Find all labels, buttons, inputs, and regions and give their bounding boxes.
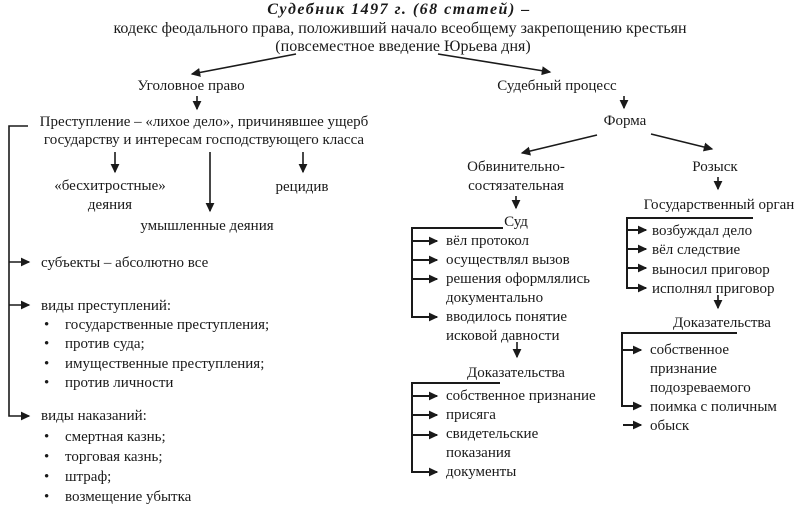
punishments-list: •смертная казнь; •торговая казнь; •штраф… [44,428,191,505]
bullet-marker: • [44,336,50,353]
node-intentional-deeds: умышленные деяния [140,218,274,234]
node-form: Форма [603,113,647,129]
node-simple-deeds: «бесхитростные» деяния [54,178,166,213]
punishment-item: •штраф; [44,468,191,488]
diagram-title-note: (повсеместное введение Юрьева дня) [275,38,531,55]
diagram-subtitle: кодекс феодального права, положивший нач… [113,20,687,37]
evidence-item: собственное признание [446,388,596,404]
crime-type-item: •имущественные преступления; [44,355,269,374]
court-functions-list: вёл протокол осуществлял вызов решения о… [446,232,590,346]
evidence-item: обыск [650,418,690,434]
court-function-item: вводилось понятие исковой давности [446,309,568,344]
node-judicial-process: Судебный процесс [497,78,617,94]
diagram-title: Судебник 1497 г. (68 статей) – [267,1,531,18]
node-state-organ: Государственный орган [643,197,795,213]
node-recidivism: рецидив [275,179,329,195]
crime-types-list: •государственные преступления; •против с… [44,316,269,393]
bullet-marker: • [44,468,50,485]
evidence-item: свидетельские показания [446,426,539,461]
evidence-item: собственное признание подозреваемого [650,342,751,396]
node-evidence-adversarial: Доказательства [467,365,565,381]
bullet-marker: • [44,355,50,372]
court-function-item: осуществлял вызов [446,252,570,268]
bullet-marker: • [44,448,50,465]
node-criminal-law: Уголовное право [137,78,245,94]
bullet-marker: • [44,429,50,445]
punishments-heading: виды наказаний: [41,408,147,424]
organ-function-item: вёл следствие [652,242,741,259]
node-adversarial-form: Обвинительно- состязательная [467,159,565,194]
node-evidence-inquisition: Доказательства [673,315,771,331]
punishment-item: •возмещение убытка [44,488,191,505]
adversarial-evidence-list: собственное признание присяга свидетельс… [446,387,596,482]
organ-function-item: возбуждал дело [652,223,753,239]
punishment-item: •смертная казнь; [44,428,191,448]
inquisition-evidence-list: собственное признание подозреваемого пои… [650,341,777,436]
node-subjects: субъекты – абсолютно все [41,255,209,271]
evidence-item: поимка с поличным [650,399,777,415]
bullet-marker: • [44,317,50,333]
node-court: Суд [504,214,528,230]
evidence-item: документы [446,464,517,480]
court-function-item: решения оформлялись документально [446,271,590,306]
bullet-marker: • [44,374,50,391]
crime-type-item: •государственные преступления; [44,316,269,335]
organ-functions-list: возбуждал дело вёл следствие выносил при… [652,222,774,299]
crime-type-item: •против личности [44,374,269,393]
node-crime-definition: Преступление – «лихое дело», причинявшее… [39,114,369,148]
court-function-item: вёл протокол [446,233,529,249]
punishment-item: •торговая казнь; [44,448,191,468]
node-search-form: Розыск [692,159,738,175]
evidence-item: присяга [446,407,496,423]
organ-function-item: выносил приговор [652,261,770,278]
crime-type-item: •против суда; [44,335,269,354]
bullet-marker: • [44,488,50,505]
crime-types-heading: виды преступлений: [41,298,172,314]
organ-function-item: исполнял приговор [652,280,775,297]
